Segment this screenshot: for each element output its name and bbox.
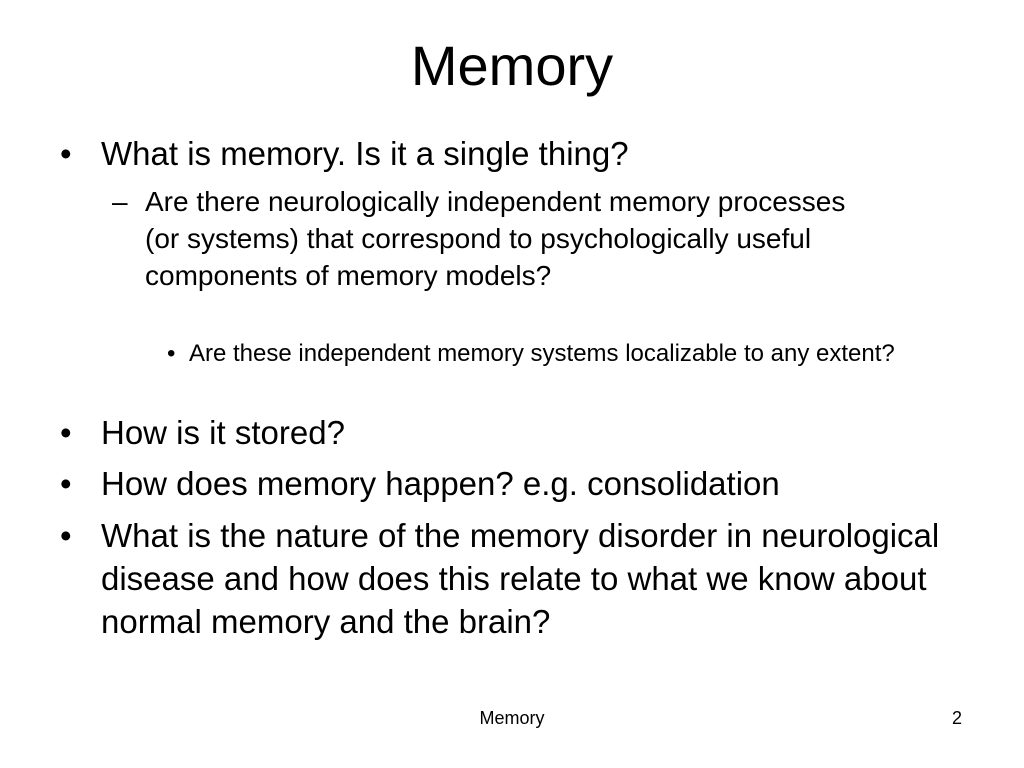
bullet-item: • What is the nature of the memory disor… [60, 514, 981, 643]
bullet-marker: • [167, 340, 176, 367]
sub-sub-bullet-text: Are these independent memory systems loc… [189, 340, 895, 367]
bullet-text: How is it stored? [101, 414, 345, 451]
bullet-marker: • [60, 517, 72, 554]
sub-sub-bullet-item: • Are these independent memory systems l… [167, 340, 949, 368]
bullet-marker: • [60, 465, 72, 502]
dash-marker: – [112, 186, 128, 217]
bullet-marker: • [60, 135, 72, 172]
bullet-item: • What is memory. Is it a single thing? [60, 132, 981, 175]
bullet-text: What is the nature of the memory disorde… [101, 517, 940, 640]
sub-bullet-text: Are there neurologically independent mem… [145, 186, 846, 291]
footer-title: Memory [479, 708, 545, 728]
bullet-text: What is memory. Is it a single thing? [101, 135, 629, 172]
bullet-item: • How does memory happen? e.g. consolida… [60, 462, 981, 505]
slide-number: 2 [951, 708, 962, 728]
bullet-item: • How is it stored? [60, 411, 981, 454]
bullet-marker: • [60, 414, 72, 451]
bullet-text: How does memory happen? e.g. consolidati… [101, 465, 780, 502]
slide-title: Memory [410, 34, 614, 97]
sub-bullet-item: – Are there neurologically independent m… [112, 183, 875, 294]
